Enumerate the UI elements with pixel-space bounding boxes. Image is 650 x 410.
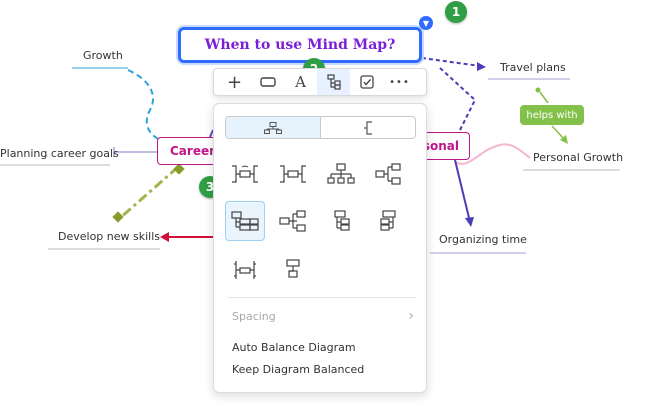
relationship-label[interactable]: helps with xyxy=(520,105,584,125)
layout-logic-right[interactable] xyxy=(369,154,409,194)
floating-toolbar: + A ••• xyxy=(213,68,427,96)
structure-type-toggle xyxy=(225,116,416,139)
shape-icon[interactable] xyxy=(251,69,284,95)
layout-tree-table-selected[interactable] xyxy=(225,201,265,241)
subtopic-organizing[interactable]: Organizing time xyxy=(439,233,527,246)
spacing-row[interactable]: Spacing › xyxy=(232,308,414,324)
subtopic-personal-growth[interactable]: Personal Growth xyxy=(533,151,624,164)
subtopic-planning[interactable]: Planning career goals xyxy=(0,147,119,160)
subtopic-growth[interactable]: Growth xyxy=(83,49,123,62)
text-style-icon[interactable]: A xyxy=(295,73,306,91)
layout-panel: Spacing › Auto Balance Diagram Keep Diag… xyxy=(213,103,427,393)
chevron-right-icon: › xyxy=(408,308,414,324)
logic-structure-tab[interactable] xyxy=(321,117,415,138)
layout-tree-up[interactable] xyxy=(273,250,313,290)
branch-career-label: Career xyxy=(170,144,216,158)
panel-divider xyxy=(228,297,416,298)
central-topic[interactable]: When to use Mind Map? xyxy=(178,27,422,63)
layout-tree-left[interactable] xyxy=(369,201,409,241)
layout-balanced-map[interactable] xyxy=(225,154,265,194)
central-topic-label: When to use Mind Map? xyxy=(204,37,396,53)
layout-tree-right[interactable] xyxy=(273,201,313,241)
layout-tree-down[interactable] xyxy=(321,201,361,241)
task-icon[interactable] xyxy=(350,69,383,95)
branch-personal-label: sonal xyxy=(422,139,459,153)
step-badge-1: 1 xyxy=(445,1,467,23)
subtopic-skills[interactable]: Develop new skills xyxy=(58,230,161,243)
layout-timeline[interactable] xyxy=(225,250,265,290)
layout-icon[interactable] xyxy=(317,69,350,95)
layout-org-chart[interactable] xyxy=(321,154,361,194)
collapse-toggle-icon[interactable]: ▼ xyxy=(419,16,433,30)
branch-career[interactable]: Career xyxy=(157,137,217,165)
map-structure-icon xyxy=(264,121,282,134)
keep-balanced-option[interactable]: Keep Diagram Balanced xyxy=(232,363,365,376)
auto-balance-option[interactable]: Auto Balance Diagram xyxy=(232,341,356,354)
logic-structure-icon xyxy=(364,120,372,135)
map-structure-tab[interactable] xyxy=(226,117,321,138)
layout-mind-map[interactable] xyxy=(273,154,313,194)
branch-personal[interactable]: sonal xyxy=(418,132,470,160)
subtopic-travel[interactable]: Travel plans xyxy=(500,61,566,74)
spacing-label: Spacing xyxy=(232,309,276,323)
more-icon[interactable]: ••• xyxy=(389,76,410,88)
add-icon[interactable]: + xyxy=(226,71,243,93)
